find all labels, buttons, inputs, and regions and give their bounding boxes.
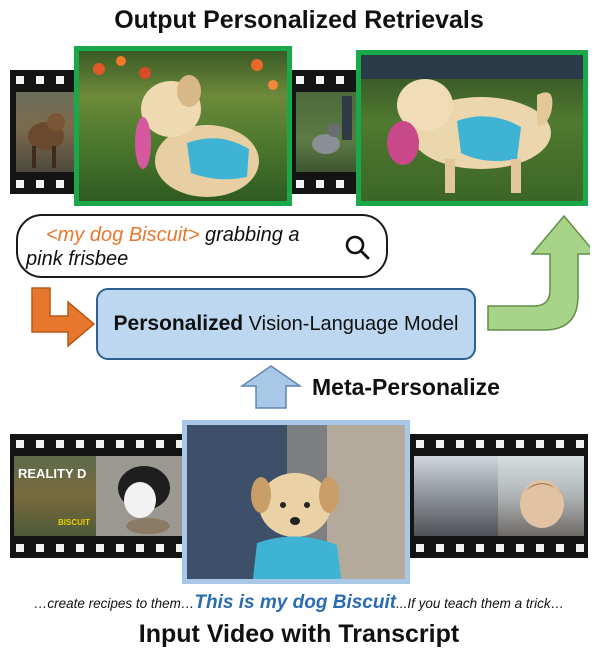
orange-arrow-icon bbox=[31, 287, 96, 348]
puppy-with-frisbee-photo bbox=[361, 55, 583, 193]
concept-token: <my dog Biscuit> bbox=[46, 224, 200, 246]
input-frame-1: REALITY D BISCUIT bbox=[14, 456, 96, 536]
query-search-box[interactable]: <my dog Biscuit> grabbing a pink frisbee bbox=[16, 214, 388, 278]
puppy-with-frisbee-photo bbox=[93, 56, 278, 197]
transcript-before: …create recipes to them… bbox=[33, 596, 195, 611]
query-text: <my dog Biscuit> grabbing a pink frisbee bbox=[26, 223, 300, 271]
model-bold-label: Personalized bbox=[113, 312, 244, 335]
input-frame-5 bbox=[498, 456, 584, 536]
output-frame-left bbox=[16, 92, 76, 172]
transcript-highlight: This is my dog Biscuit bbox=[194, 592, 397, 613]
search-icon[interactable] bbox=[344, 234, 370, 260]
video-overlay-title: REALITY D bbox=[18, 466, 87, 481]
transcript-after: ...If you teach them a trick… bbox=[396, 596, 565, 611]
dog-icon bbox=[118, 466, 170, 534]
retrieval-frame-2 bbox=[356, 50, 588, 206]
query-text-line2: pink frisbee bbox=[26, 248, 129, 270]
input-frame-4 bbox=[414, 456, 498, 536]
dog-icon bbox=[312, 96, 352, 154]
dog-icon bbox=[28, 113, 65, 168]
transcript-line: …create recipes to them…This is my dog B… bbox=[0, 592, 598, 614]
puppy-photo bbox=[187, 425, 405, 579]
retrieval-frame-1 bbox=[74, 46, 292, 206]
model-rest-label: Vision-Language Model bbox=[243, 312, 459, 335]
query-text-line1: grabbing a bbox=[199, 224, 300, 246]
input-title: Input Video with Transcript bbox=[138, 620, 460, 648]
input-frame-highlight bbox=[182, 420, 410, 584]
blue-up-arrow-icon bbox=[240, 365, 302, 409]
green-curved-arrow-icon bbox=[487, 214, 590, 331]
video-overlay-caption: BISCUIT bbox=[58, 518, 90, 527]
meta-personalize-label: Meta-Personalize bbox=[312, 374, 500, 400]
input-frame-2 bbox=[96, 456, 182, 536]
personalized-vlm-box: Personalized Vision-Language Model bbox=[96, 288, 476, 360]
output-frame-middle bbox=[296, 92, 360, 172]
output-title: Output Personalized Retrievals bbox=[114, 6, 484, 34]
child-photo bbox=[520, 480, 564, 528]
